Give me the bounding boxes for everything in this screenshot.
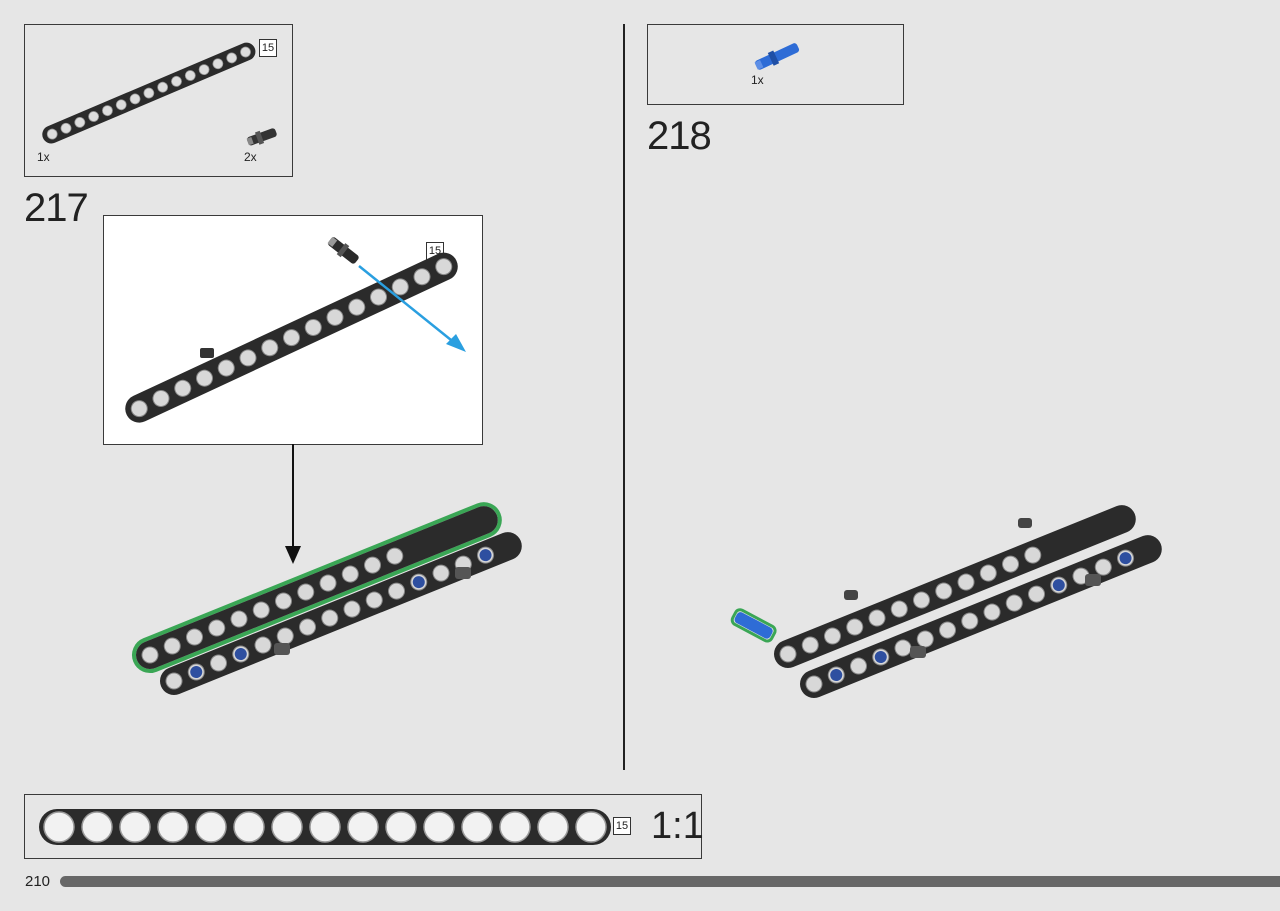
scale-reference-box: 15 1:1: [24, 794, 704, 859]
beam-quantity: 1x: [37, 150, 50, 164]
page-divider: [623, 24, 625, 770]
step-number-217: 217: [24, 186, 89, 230]
scale-beam-hole: [385, 811, 417, 843]
step-number-218: 218: [647, 114, 712, 158]
step-218-parts-box: 1x: [647, 24, 904, 105]
scale-label: 1:1: [651, 805, 704, 847]
beam-size-badge: 15: [259, 39, 277, 57]
step-217-assembly-illustration: [132, 502, 522, 695]
progress-bar-fill: [60, 876, 1280, 887]
scale-beam-hole: [461, 811, 493, 843]
step-217-parts-box: 15 1x 2x: [24, 24, 293, 177]
callout-pointer-arrow: [285, 444, 301, 564]
scale-beam-hole: [575, 811, 607, 843]
pin-quantity: 2x: [244, 150, 257, 164]
scale-beam-hole: [233, 811, 265, 843]
scale-beam-hole: [423, 811, 455, 843]
step-218-assembly-illustration: [730, 505, 1162, 698]
scale-size-badge: 15: [613, 817, 631, 835]
page-number: 210: [25, 873, 51, 890]
scale-beam-hole: [81, 811, 113, 843]
scale-beam-hole: [195, 811, 227, 843]
blue-axle-pin-icon: [754, 43, 800, 70]
step-217-callout: 15: [103, 215, 483, 445]
progress-bar: [60, 876, 1280, 887]
scale-beam-hole: [43, 811, 75, 843]
axle-pin-quantity: 1x: [751, 73, 764, 87]
black-pin-icon: [246, 128, 277, 146]
scale-beam-hole: [499, 811, 531, 843]
black-15-beam-icon: [42, 42, 256, 144]
scale-beam-hole: [271, 811, 303, 843]
callout-beam-illustration: [125, 236, 466, 423]
scale-beam-illustration: [39, 809, 611, 845]
scale-beam-hole: [309, 811, 341, 843]
scale-beam-hole: [537, 811, 569, 843]
scale-beam-hole: [119, 811, 151, 843]
scale-beam-hole: [347, 811, 379, 843]
scale-beam-hole: [157, 811, 189, 843]
